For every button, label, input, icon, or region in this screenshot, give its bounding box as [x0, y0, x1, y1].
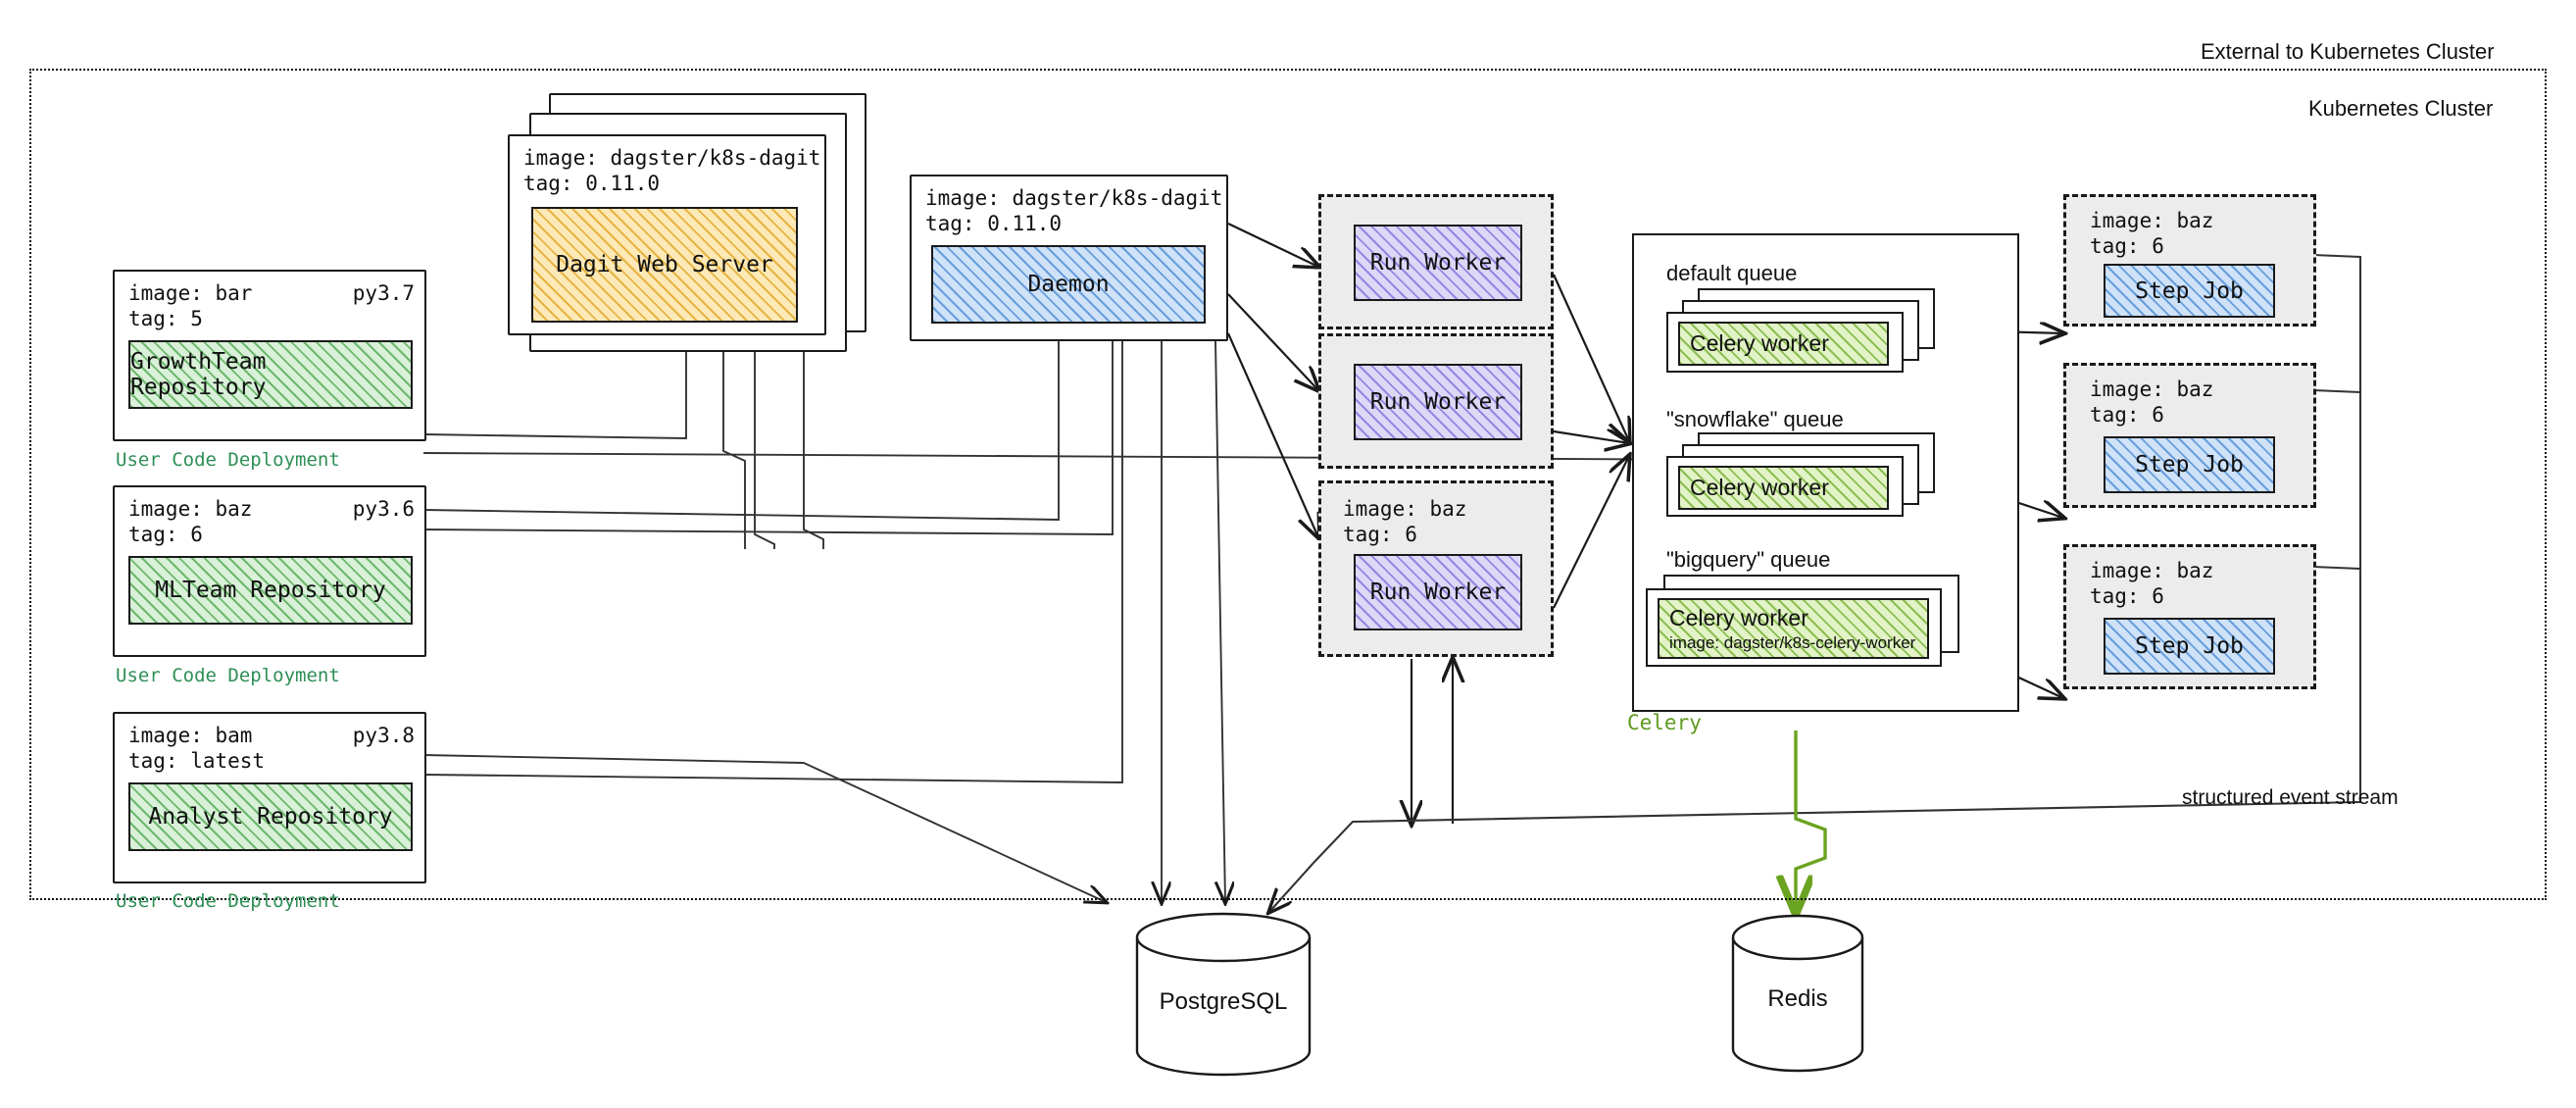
step-job-1-tag: tag: 6: [2090, 234, 2164, 258]
ucd2-image: image: baz: [128, 497, 253, 521]
user-code-deployment-2[interactable]: image: baz py3.6 tag: 6 MLTeam Repositor…: [113, 485, 426, 657]
ucd2-python: py3.6: [352, 497, 415, 521]
postgresql-label: PostgreSQL: [1159, 988, 1288, 1015]
run-worker-group-2[interactable]: Run Worker: [1318, 333, 1554, 469]
run-worker-group-1[interactable]: Run Worker: [1318, 194, 1554, 329]
ucd2-tag: tag: 6: [128, 523, 203, 546]
ucd2-caption: User Code Deployment: [116, 665, 340, 686]
redis-label: Redis: [1767, 985, 1828, 1012]
run-worker-2[interactable]: Run Worker: [1354, 364, 1522, 440]
queue-label-snowflake: "snowflake" queue: [1666, 407, 1844, 431]
celery-worker-default[interactable]: Celery worker: [1678, 322, 1889, 366]
ucd1-image: image: bar: [128, 281, 253, 305]
daemon-tag: tag: 0.11.0: [925, 212, 1063, 235]
ucd2-repository[interactable]: MLTeam Repository: [128, 556, 413, 625]
step-job-3[interactable]: Step Job: [2104, 618, 2275, 675]
ucd1-tag: tag: 5: [128, 307, 203, 330]
queue-label-default: default queue: [1666, 261, 1798, 285]
external-cluster-label: External to Kubernetes Cluster: [2201, 39, 2495, 64]
database-postgresql[interactable]: PostgreSQL: [1125, 912, 1321, 1079]
database-redis[interactable]: Redis: [1723, 912, 1872, 1079]
run-worker-1[interactable]: Run Worker: [1354, 225, 1522, 301]
step-job-2-tag: tag: 6: [2090, 403, 2164, 427]
queue-label-bigquery: "bigquery" queue: [1666, 547, 1831, 572]
step-job-2-image: image: baz: [2090, 378, 2214, 401]
dagit-title[interactable]: Dagit Web Server: [531, 207, 798, 323]
ucd3-tag: tag: latest: [128, 749, 266, 773]
cylinder-icon: [1731, 914, 1864, 1073]
step-job-3-tag: tag: 6: [2090, 584, 2164, 608]
celery-worker-bigquery-layer1: Celery worker image: dagster/k8s-celery-…: [1646, 588, 1942, 667]
ucd1-repository[interactable]: GrowthTeam Repository: [128, 340, 413, 409]
dagit-web-server[interactable]: image: dagster/k8s-dagit tag: 0.11.0 Dag…: [508, 134, 826, 335]
dagit-tag: tag: 0.11.0: [523, 172, 661, 195]
daemon-title[interactable]: Daemon: [931, 245, 1206, 324]
daemon-box[interactable]: image: dagster/k8s-dagit tag: 0.11.0 Dae…: [910, 175, 1228, 341]
celery-worker-snowflake[interactable]: Celery worker: [1678, 466, 1889, 510]
ucd1-python: py3.7: [352, 281, 415, 305]
celery-worker-snowflake-layer1: Celery worker: [1666, 456, 1904, 517]
step-job-group-2[interactable]: image: baz tag: 6 Step Job: [2063, 363, 2316, 508]
kubernetes-cluster-boundary: [29, 69, 2547, 900]
dagit-image: image: dagster/k8s-dagit: [523, 146, 821, 170]
daemon-image: image: dagster/k8s-dagit: [925, 186, 1223, 210]
step-job-group-3[interactable]: image: baz tag: 6 Step Job: [2063, 544, 2316, 689]
step-job-group-1[interactable]: image: baz tag: 6 Step Job: [2063, 194, 2316, 327]
celery-worker-bigquery[interactable]: Celery worker image: dagster/k8s-celery-…: [1658, 598, 1929, 659]
celery-label: Celery: [1627, 711, 1702, 734]
user-code-deployment-3[interactable]: image: bam py3.8 tag: latest Analyst Rep…: [113, 712, 426, 883]
step-job-1-image: image: baz: [2090, 209, 2214, 232]
ucd3-image: image: bam: [128, 724, 253, 747]
celery-worker-bigquery-image: image: dagster/k8s-celery-worker: [1669, 632, 1916, 652]
celery-worker-default-layer1: Celery worker: [1666, 312, 1904, 373]
cylinder-icon: [1135, 912, 1312, 1077]
run-worker-group-3[interactable]: image: baz tag: 6 Run Worker: [1318, 480, 1554, 657]
user-code-deployment-1[interactable]: image: bar py3.7 tag: 5 GrowthTeam Repos…: [113, 270, 426, 441]
structured-event-stream-label: structured event stream: [2182, 786, 2399, 809]
step-job-3-image: image: baz: [2090, 559, 2214, 582]
ucd3-caption: User Code Deployment: [116, 890, 340, 912]
run-worker-3[interactable]: Run Worker: [1354, 554, 1522, 630]
step-job-1[interactable]: Step Job: [2104, 264, 2275, 318]
step-job-2[interactable]: Step Job: [2104, 436, 2275, 493]
run-worker-3-image: image: baz: [1343, 497, 1467, 521]
ucd3-python: py3.8: [352, 724, 415, 747]
ucd1-caption: User Code Deployment: [116, 449, 340, 471]
ucd3-repository[interactable]: Analyst Repository: [128, 782, 413, 851]
run-worker-3-tag: tag: 6: [1343, 523, 1417, 546]
kubernetes-cluster-label: Kubernetes Cluster: [2308, 96, 2494, 121]
